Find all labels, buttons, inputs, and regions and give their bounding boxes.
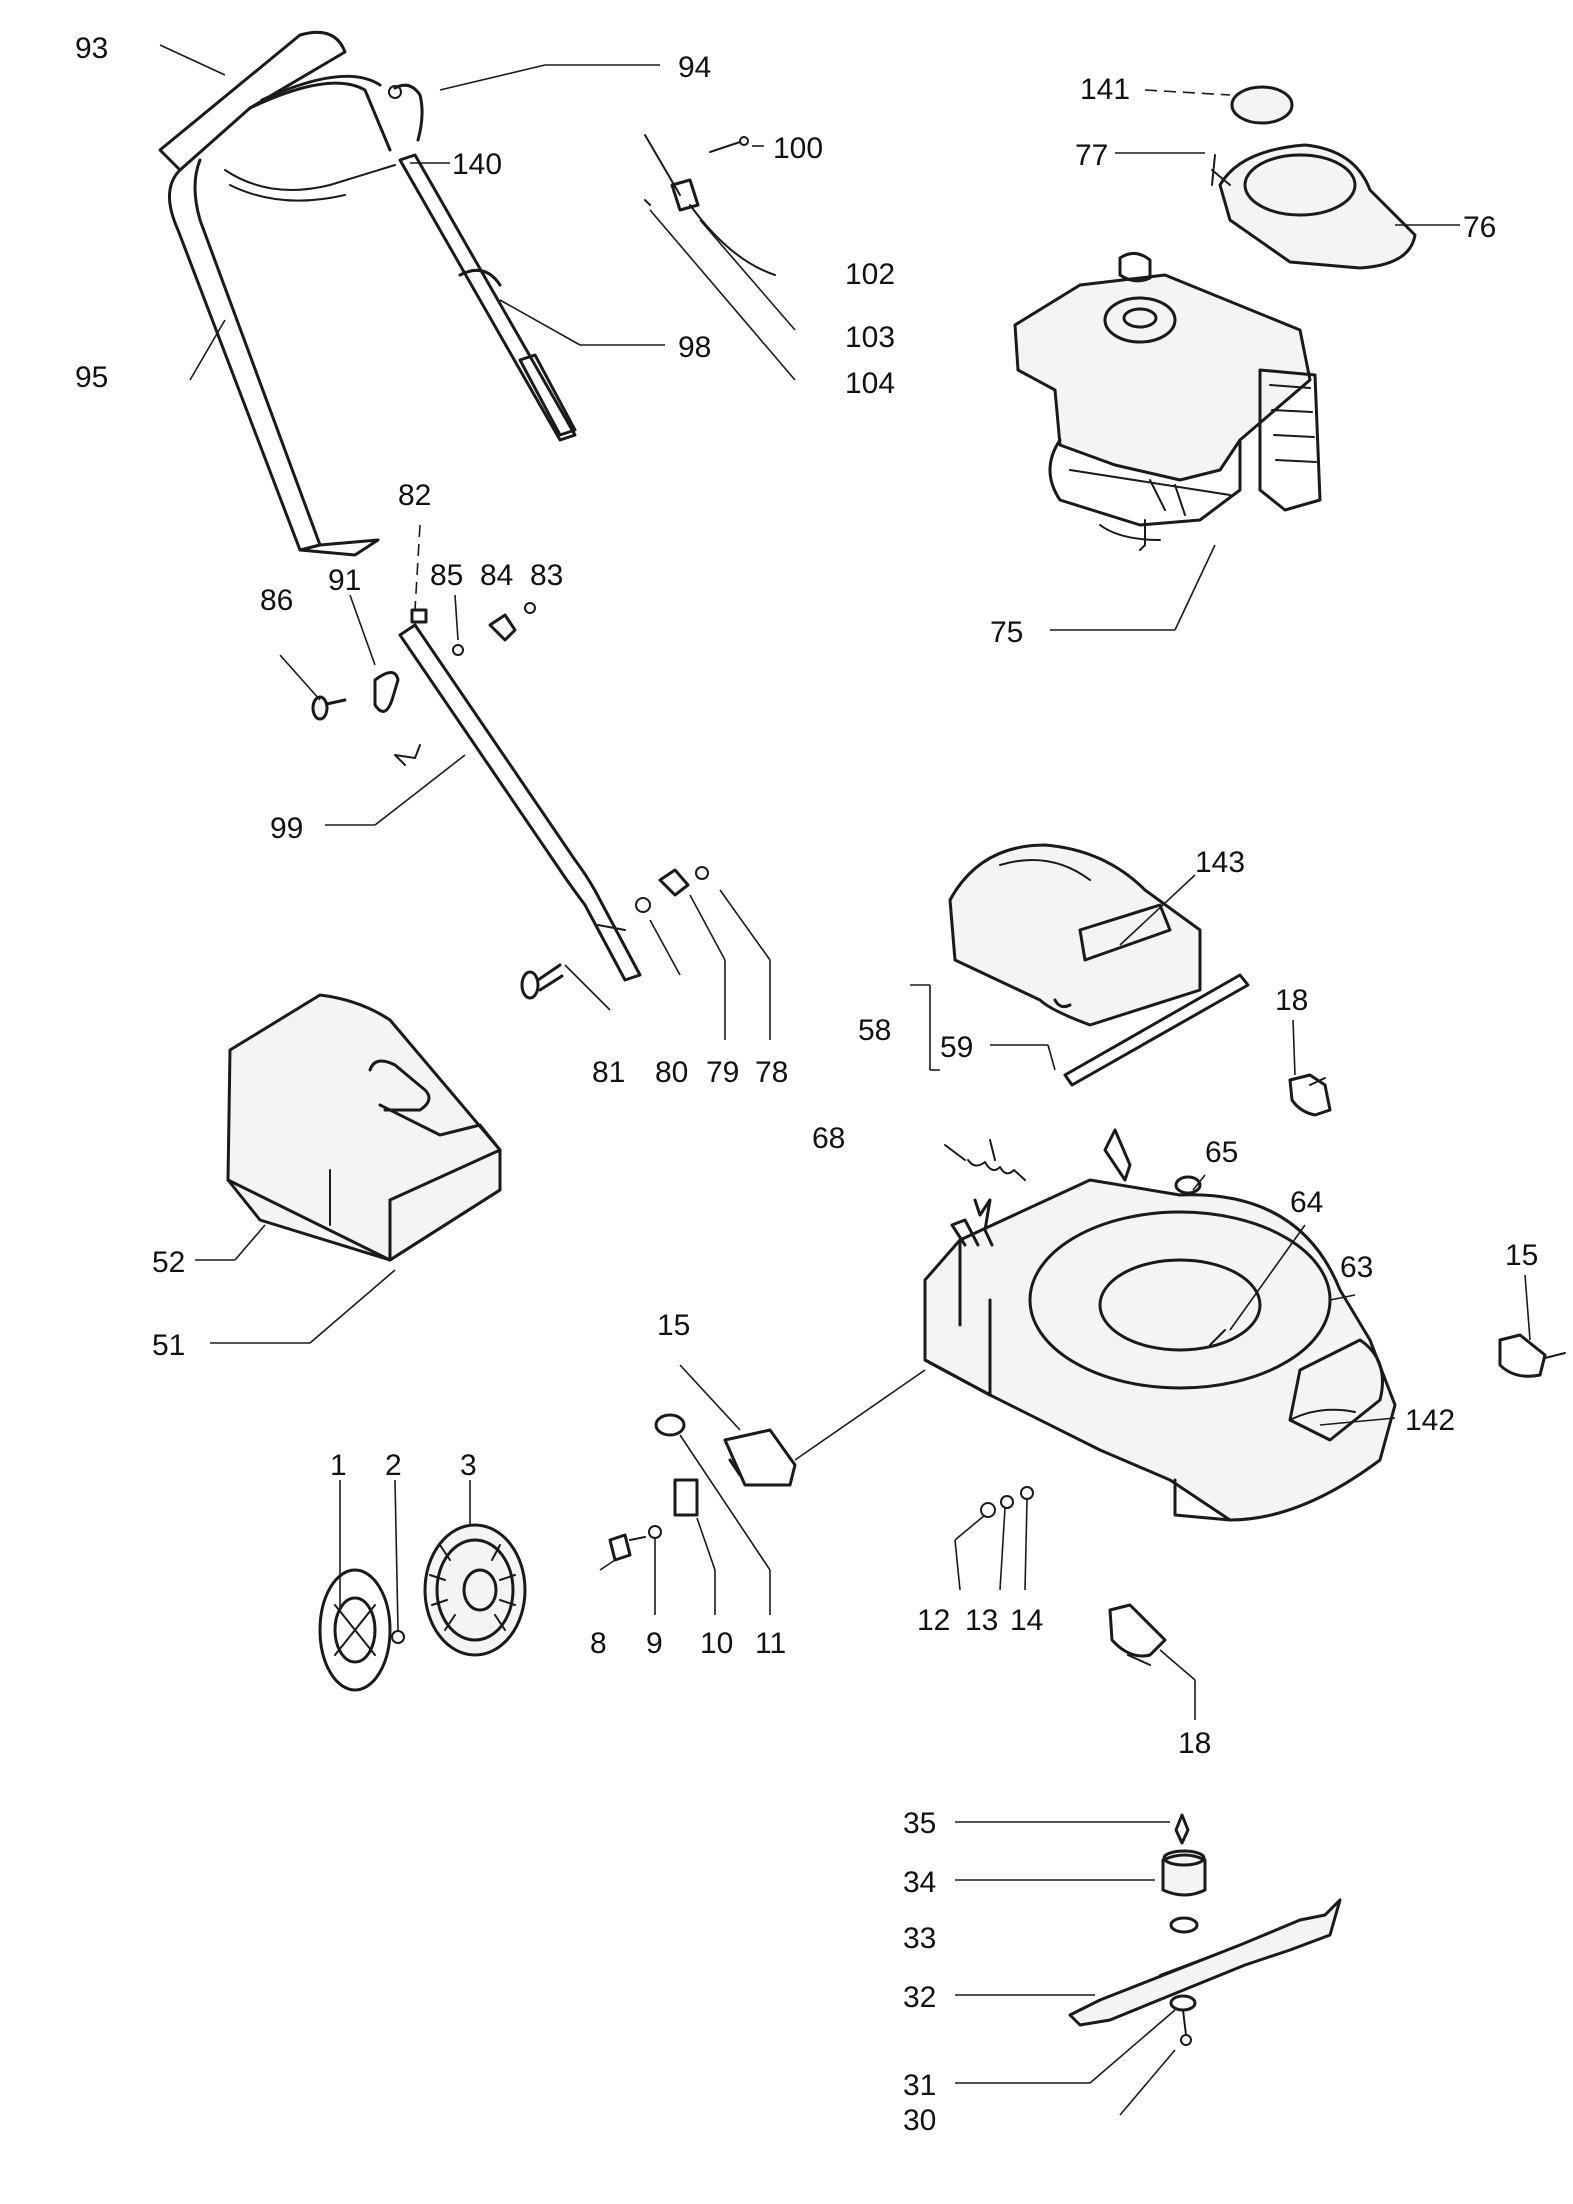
upper-handle <box>158 30 577 557</box>
callout-65: 65 <box>1205 1136 1238 1169</box>
callout-3: 3 <box>460 1449 477 1482</box>
callout-94: 94 <box>678 51 711 84</box>
callout-76: 76 <box>1463 211 1496 244</box>
callout-98: 98 <box>678 331 711 364</box>
callout-95: 95 <box>75 361 108 394</box>
callout-64: 64 <box>1290 1186 1323 1219</box>
leader-lines <box>159 44 1531 2116</box>
callout-59: 59 <box>940 1031 973 1064</box>
callout-84: 84 <box>480 559 513 592</box>
callout-63: 63 <box>1340 1251 1373 1284</box>
mower-deck <box>923 1128 1397 1522</box>
callout-15-right: 15 <box>1505 1239 1538 1272</box>
callout-30: 30 <box>903 2104 936 2137</box>
callout-15-left: 15 <box>657 1309 690 1342</box>
callout-18-bottom: 18 <box>1178 1727 1211 1760</box>
callout-68: 68 <box>812 1122 845 1155</box>
wheel-nut <box>391 1630 405 1644</box>
lower-handle <box>398 608 642 982</box>
callout-78: 78 <box>755 1056 788 1089</box>
deck-washers <box>980 1486 1034 1518</box>
callout-31: 31 <box>903 2069 936 2102</box>
rear-flap <box>948 843 1250 1087</box>
callout-77: 77 <box>1075 139 1108 172</box>
callout-10: 10 <box>700 1627 733 1660</box>
wheel <box>423 1523 527 1657</box>
callout-142: 142 <box>1405 1404 1455 1437</box>
torsion-spring <box>944 1139 1026 1181</box>
grass-catcher <box>226 993 502 1262</box>
wheel-bracket-left <box>608 1413 797 1562</box>
engine <box>1013 252 1322 551</box>
callout-2: 2 <box>385 1449 402 1482</box>
side-bracket-right <box>1498 1333 1566 1378</box>
callout-35: 35 <box>903 1807 936 1840</box>
callout-9: 9 <box>646 1627 663 1660</box>
handle-bolts <box>520 866 709 1000</box>
callout-75: 75 <box>990 616 1023 649</box>
handle-knob-hardware <box>311 602 536 766</box>
callout-32: 32 <box>903 1981 936 2014</box>
engine-cover <box>1211 85 1417 270</box>
callout-13: 13 <box>965 1604 998 1637</box>
callout-79: 79 <box>706 1056 739 1089</box>
callout-80: 80 <box>655 1056 688 1089</box>
callout-labels: 93 94 140 95 98 100 102 103 104 141 77 7… <box>75 32 1538 2137</box>
callout-143: 143 <box>1195 846 1245 879</box>
control-cable <box>388 83 424 142</box>
callout-18-top: 18 <box>1275 984 1308 1017</box>
rear-bracket-bottom <box>1108 1603 1167 1666</box>
callout-51: 51 <box>152 1329 185 1362</box>
callout-141: 141 <box>1080 73 1130 106</box>
callout-99: 99 <box>270 812 303 845</box>
callout-86: 86 <box>260 584 293 617</box>
callout-58: 58 <box>858 1014 891 1047</box>
callout-81: 81 <box>592 1056 625 1089</box>
callout-52: 52 <box>152 1246 185 1279</box>
callout-91: 91 <box>328 564 361 597</box>
callout-83: 83 <box>530 559 563 592</box>
hubcap <box>318 1568 392 1692</box>
callout-82: 82 <box>398 479 431 512</box>
callout-1: 1 <box>330 1449 347 1482</box>
callout-12: 12 <box>917 1604 950 1637</box>
callout-34: 34 <box>903 1866 936 1899</box>
callout-140: 140 <box>452 148 502 181</box>
callout-33: 33 <box>903 1922 936 1955</box>
throttle-cable-parts <box>644 134 776 276</box>
callout-85: 85 <box>430 559 463 592</box>
rear-bracket-top <box>1288 1073 1332 1117</box>
callout-93: 93 <box>75 32 108 65</box>
callout-102: 102 <box>845 258 895 291</box>
callout-14: 14 <box>1010 1604 1043 1637</box>
callout-103: 103 <box>845 321 895 354</box>
callout-104: 104 <box>845 367 895 400</box>
callout-11: 11 <box>755 1627 786 1660</box>
blade-assembly <box>1068 1813 1342 2046</box>
callout-100: 100 <box>773 132 823 165</box>
callout-8: 8 <box>590 1627 607 1660</box>
